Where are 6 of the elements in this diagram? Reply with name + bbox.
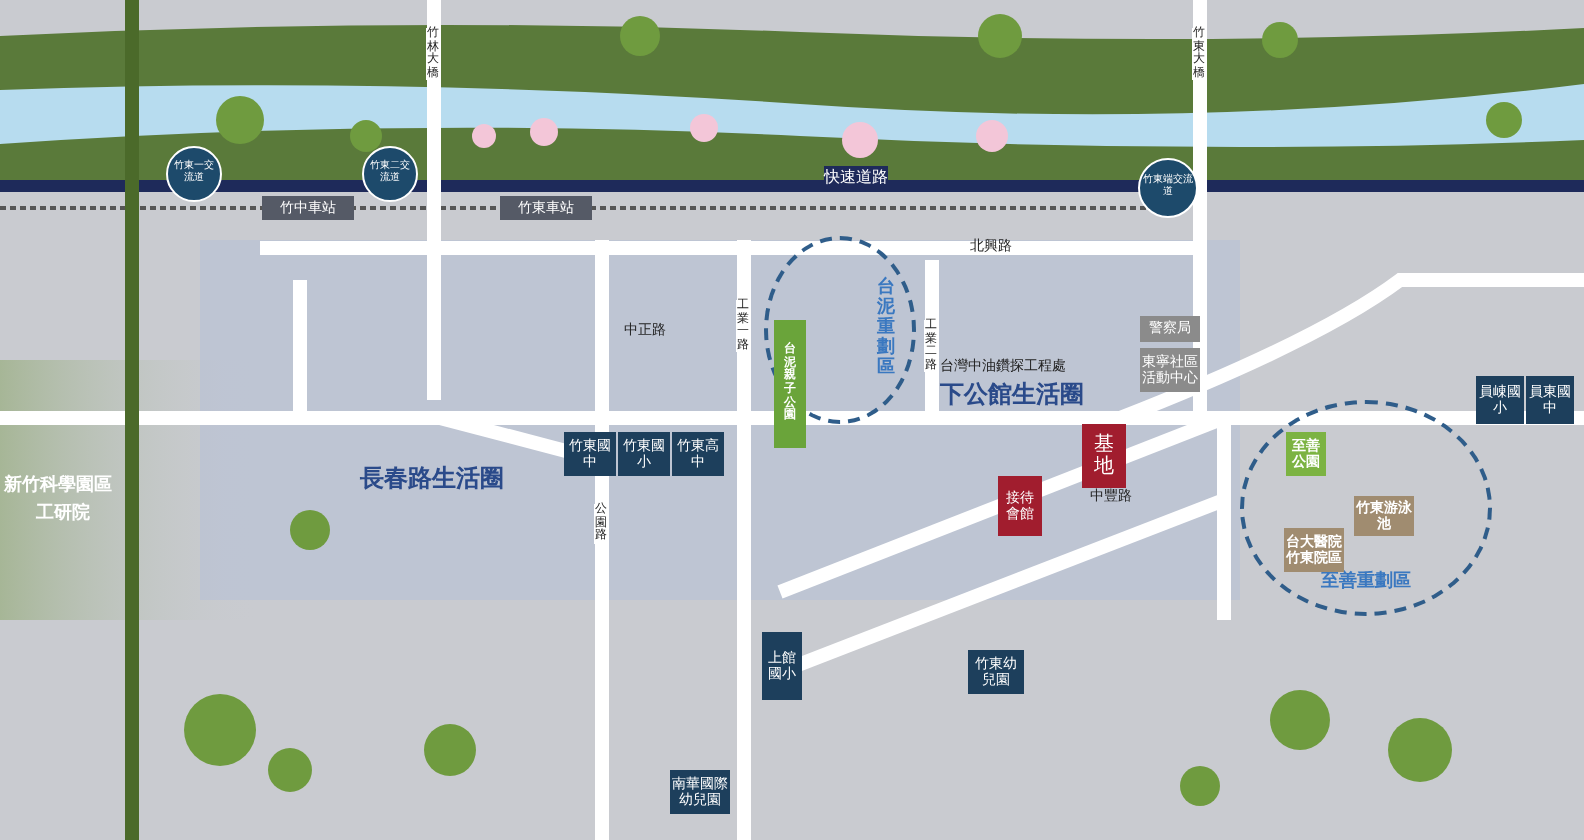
area-label: 工研院 <box>36 500 90 526</box>
area-label: 下公館生活圈 <box>940 378 1084 412</box>
road-label: 快速道路 <box>824 166 888 188</box>
area-label: 新竹科學園區 <box>4 472 112 498</box>
area-label: 長春路生活圈 <box>360 462 504 496</box>
site-box: 基地 <box>1082 424 1126 488</box>
